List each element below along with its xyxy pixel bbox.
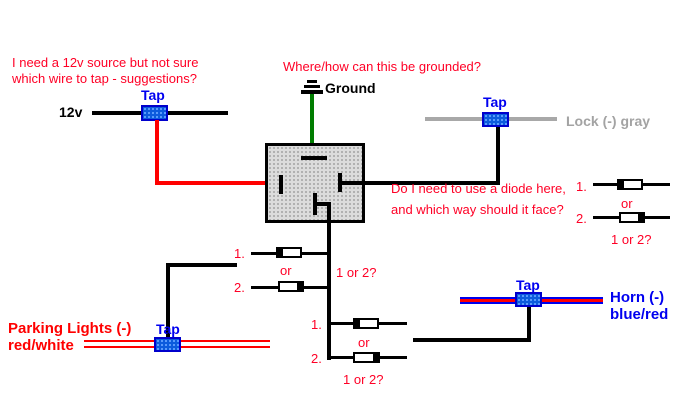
- ground-bar-top: [307, 80, 317, 83]
- ground-bar-bottom: [301, 90, 323, 94]
- diode-band-icon: [638, 214, 643, 221]
- tap-12v-connector: [141, 105, 168, 121]
- diode-option-2-body: [278, 281, 304, 292]
- label-parking-color: red/white: [8, 337, 74, 354]
- diode-band-icon: [355, 320, 360, 327]
- wire-relay-to-lock-horizontal: [342, 181, 500, 185]
- question-12v-source-line1: I need a 12v source but not sure: [12, 55, 199, 70]
- diode-option-2-label: 2.: [234, 280, 245, 295]
- label-ground: Ground: [325, 80, 376, 96]
- question-ground: Where/how can this be grounded?: [283, 59, 482, 74]
- relay-pin-top: [301, 156, 327, 160]
- question-diode-line1: Do I need to use a diode here,: [391, 181, 566, 196]
- diode-option-2-body: [619, 212, 645, 223]
- wire-parking-connector-horizontal: [166, 263, 237, 267]
- diode-band-icon: [373, 354, 378, 361]
- label-lock: Lock (-) gray: [566, 113, 651, 129]
- tap-lock-label: Tap: [483, 94, 507, 110]
- tap-lock-connector: [482, 112, 509, 127]
- wire-relay-to-lock-vertical: [496, 125, 500, 185]
- diode-question-label: 1 or 2?: [343, 372, 384, 387]
- tap-horn-connector: [515, 292, 542, 307]
- relay-pin-bottom: [313, 193, 317, 215]
- diode-option-1-body: [353, 318, 379, 329]
- relay-pin-bottom-link: [317, 202, 331, 206]
- ground-bar-middle: [304, 85, 320, 88]
- diode-or-label: or: [280, 263, 292, 278]
- diode-or-label: or: [358, 335, 370, 350]
- tap-parking-connector: [154, 337, 181, 352]
- label-horn-color: blue/red: [610, 306, 669, 323]
- label-12v: 12v: [59, 104, 83, 120]
- diode-option-2-label: 2.: [576, 211, 587, 226]
- wire-horn-connector-horizontal: [413, 338, 531, 342]
- diode-band-icon: [619, 181, 624, 188]
- wire-relay-bottom-junction: [327, 202, 331, 360]
- diode-band-icon: [278, 249, 283, 256]
- relay-pin-left: [279, 175, 283, 194]
- label-parking-name: Parking Lights (-): [8, 320, 132, 337]
- tap-12v-label: Tap: [141, 87, 165, 103]
- diode-option-1-body: [276, 247, 302, 258]
- wire-12v-to-relay-horizontal: [155, 181, 281, 185]
- diode-band-icon: [297, 283, 302, 290]
- label-horn-name: Horn (-): [610, 289, 665, 306]
- diode-question-label: 1 or 2?: [336, 265, 377, 280]
- diode-question-label: 1 or 2?: [611, 232, 652, 247]
- wire-ground: [310, 94, 314, 158]
- tap-parking-label: Tap: [156, 321, 180, 337]
- diode-option-1-label: 1.: [311, 317, 322, 332]
- diode-option-1-label: 1.: [234, 246, 245, 261]
- diode-option-1-body: [617, 179, 643, 190]
- wire-12v-to-relay-vertical: [155, 120, 159, 185]
- relay-pin-right: [338, 173, 342, 192]
- question-diode-line2: and which way should it face?: [391, 202, 564, 217]
- question-12v-source-line2: which wire to tap - suggestions?: [12, 71, 197, 86]
- question-12v-source: I need a 12v source but not sure which w…: [12, 55, 198, 87]
- wire-parking-connector-vertical: [166, 263, 170, 339]
- diode-or-label: or: [621, 196, 633, 211]
- diode-option-1-label: 1.: [576, 179, 587, 194]
- tap-horn-label: Tap: [516, 277, 540, 293]
- wire-horn-connector-vertical: [527, 305, 531, 342]
- diode-option-2-body: [353, 352, 380, 363]
- diode-option-2-label: 2.: [311, 351, 322, 366]
